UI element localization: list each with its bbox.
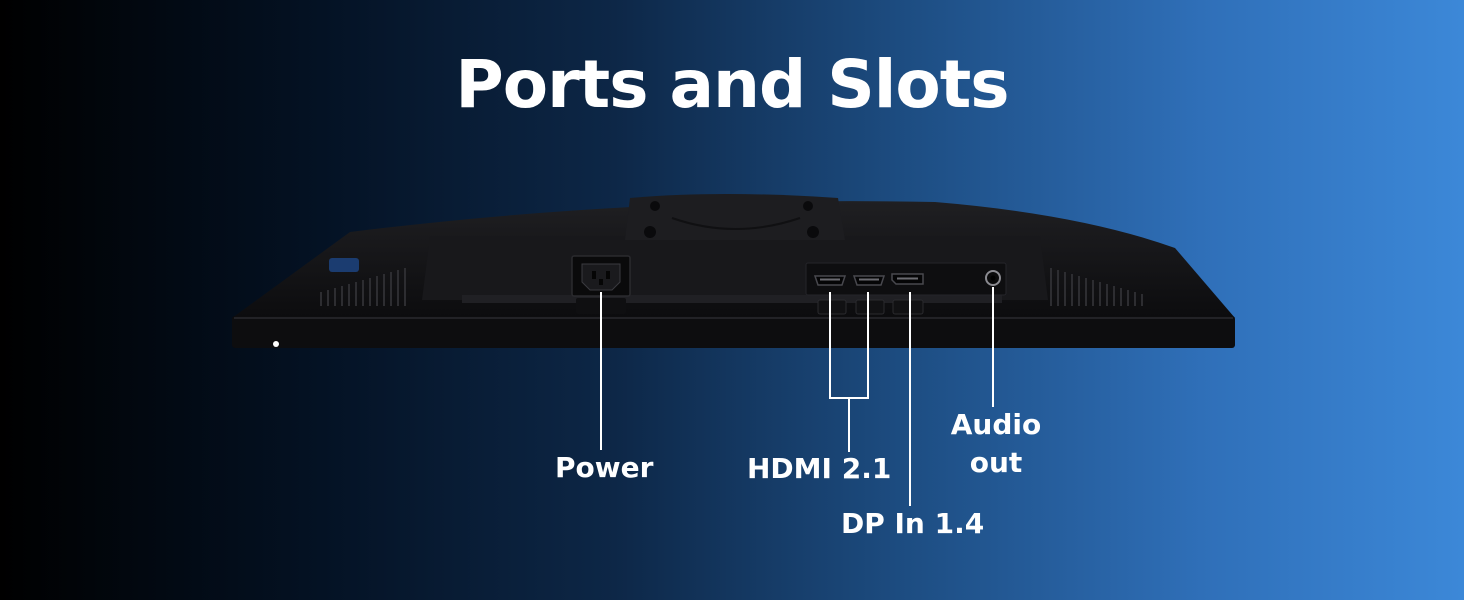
vesa-mount-plate <box>625 194 845 240</box>
page-title: Ports and Slots <box>455 46 1009 123</box>
right-vent-grille <box>1050 268 1143 306</box>
audio-label-line2: out <box>969 446 1023 479</box>
callout-lines <box>600 287 994 506</box>
hdmi-port-icon <box>852 275 886 286</box>
hdmi-port-icon <box>813 275 847 286</box>
dp-label: DP In 1.4 <box>841 507 985 540</box>
power-label: Power <box>555 451 654 484</box>
left-vent-grille <box>320 268 406 306</box>
audio-jack-icon <box>985 270 1001 286</box>
hdmi-label: HDMI 2.1 <box>747 452 892 485</box>
audio-out-label: Audio out <box>948 406 1044 482</box>
left-control-stick <box>329 258 359 272</box>
power-socket-icon <box>571 255 631 314</box>
monitor-bottom-edge <box>232 316 1235 348</box>
displayport-icon <box>891 273 924 285</box>
left-indicator-dot <box>273 341 279 347</box>
vesa-screws <box>644 201 819 238</box>
audio-label-line1: Audio <box>950 408 1042 441</box>
